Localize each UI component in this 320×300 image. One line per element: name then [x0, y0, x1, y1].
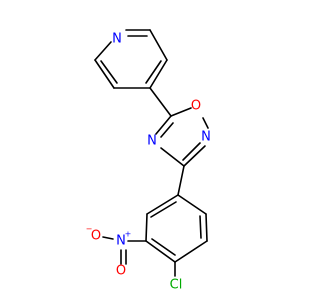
- bond-py-c4-c5: [149, 59, 168, 89]
- bond-bz-c3-c4: [145, 240, 176, 263]
- nitro-nitrogen-charge: +: [125, 230, 132, 239]
- molecule-structure: N O N N N + O − O Cl: [86, 29, 211, 293]
- nitro-nitrogen-label: N: [116, 234, 126, 249]
- bond-oxd-n2-c3-inner: [182, 142, 201, 161]
- bond-oxd-c5-o1: [170, 107, 192, 117]
- bond-oxd-c3-bz-c1: [177, 165, 185, 196]
- bond-bz-c4-c5: [174, 240, 208, 263]
- bond-oxd-n2-c3: [183, 145, 206, 167]
- bond-py-c4-oxd-c5: [149, 87, 172, 117]
- oxadiazole-oxygen-label: O: [191, 99, 201, 114]
- bond-bz-c6-c1: [177, 194, 207, 215]
- bond-nitro-n-o-minus: [102, 236, 114, 240]
- nitro-oxygen-charge: −: [86, 225, 93, 234]
- bond-oxd-n4-c5-inner: [160, 122, 174, 138]
- nitro-oxygen-minus-label: O: [91, 229, 101, 244]
- bond-oxd-n4-c5: [155, 115, 172, 135]
- bond-py-c2-c3-inner: [100, 60, 118, 84]
- bond-py-n-c2: [94, 41, 112, 61]
- bond-oxd-c3-n4: [160, 147, 185, 167]
- bond-bz-c5-c6-inner: [199, 215, 202, 239]
- chlorine-label: Cl: [170, 278, 183, 293]
- pyridine-nitrogen-label: N: [112, 32, 122, 47]
- oxadiazole-n4-label: N: [147, 134, 157, 149]
- bond-py-c5-c6: [149, 29, 168, 61]
- bond-oxd-o1-n2: [202, 117, 209, 129]
- nitro-oxygen-label: O: [116, 264, 126, 279]
- oxadiazole-n2-label: N: [201, 130, 211, 145]
- bond-bz-c5-c6: [205, 213, 208, 242]
- atom-labels: N O N N N + O − O Cl: [86, 32, 211, 293]
- bond-bz-c3-c4-inner: [151, 238, 176, 256]
- bond-bz-c1-c2: [146, 194, 179, 215]
- bond-py-c2-c3: [94, 59, 115, 89]
- bond-bz-c2-c3: [145, 213, 148, 242]
- bonds: [94, 29, 209, 277]
- bond-py-c4-c5-inner: [145, 60, 162, 84]
- bond-bz-c1-c2-inner: [150, 201, 177, 218]
